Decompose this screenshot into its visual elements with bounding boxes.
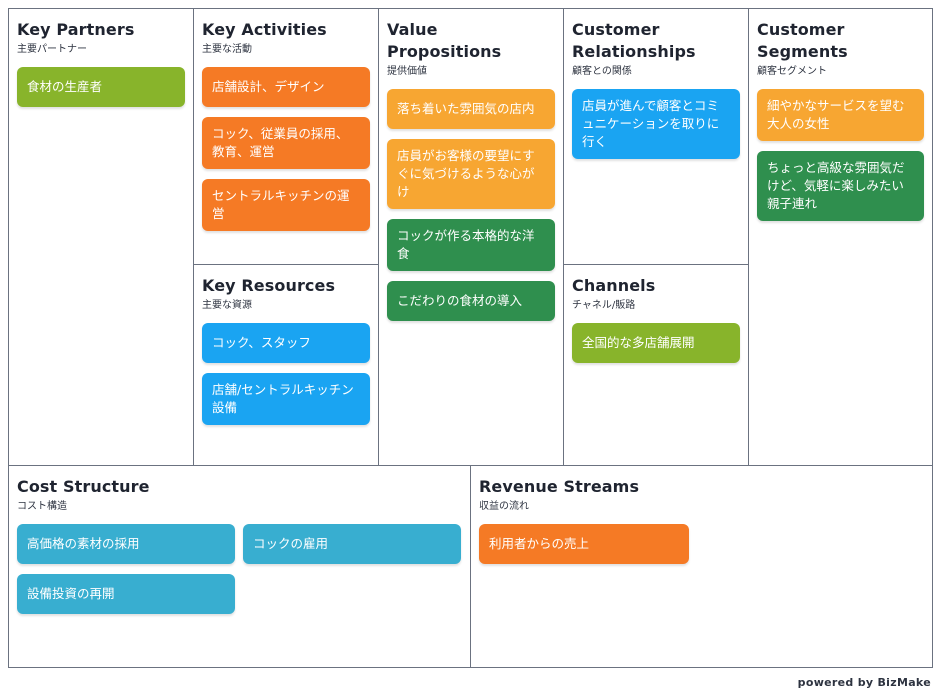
channels-title: Channels (572, 276, 656, 295)
key-partners-title: Key Partners (17, 20, 135, 39)
business-model-canvas: Key Partners 主要パートナー 食材の生産者 Key Activiti… (8, 8, 933, 668)
customer-segments-title: Customer Segments (757, 20, 848, 61)
channels-subtitle: チャネル/販路 (572, 300, 636, 311)
key-resources-title: Key Resources (202, 276, 336, 295)
customer-relationships-card-1[interactable]: 店員が進んで顧客とコミュニケーションを取りに行く (572, 89, 740, 159)
key-activities-card-3[interactable]: セントラルキッチンの運営 (202, 179, 370, 231)
revenue-streams-subtitle: 収益の流れ (479, 501, 529, 512)
value-propositions-subtitle: 提供価値 (387, 66, 427, 77)
cost-structure-card-3[interactable]: 設備投資の再開 (17, 574, 235, 614)
cost-structure-subtitle: コスト構造 (17, 501, 67, 512)
cost-structure-card-1[interactable]: 高価格の素材の採用 (17, 524, 235, 564)
cost-structure-title: Cost Structure (17, 477, 150, 496)
customer-segments-panel: Customer Segments 顧客セグメント 細やかなサービスを望む大人の… (748, 8, 933, 466)
key-resources-panel: Key Resources 主要な資源 コック、スタッフ 店舗/セントラルキッチ… (193, 264, 379, 466)
customer-segments-card-2[interactable]: ちょっと高級な雰囲気だけど、気軽に楽しみたい親子連れ (757, 151, 924, 221)
channels-panel: Channels チャネル/販路 全国的な多店舗展開 (563, 264, 749, 466)
powered-by-label: powered by BizMake (797, 676, 931, 689)
value-propositions-title: Value Propositions (387, 20, 502, 61)
revenue-streams-card-1[interactable]: 利用者からの売上 (479, 524, 689, 564)
key-activities-subtitle: 主要な活動 (202, 44, 252, 55)
cost-structure-card-2[interactable]: コックの雇用 (243, 524, 461, 564)
key-activities-card-2[interactable]: コック、従業員の採用、教育、運営 (202, 117, 370, 169)
key-resources-card-2[interactable]: 店舗/セントラルキッチン設備 (202, 373, 370, 425)
channels-card-1[interactable]: 全国的な多店舗展開 (572, 323, 740, 363)
key-partners-panel: Key Partners 主要パートナー 食材の生産者 (8, 8, 194, 466)
key-activities-panel: Key Activities 主要な活動 店舗設計、デザイン コック、従業員の採… (193, 8, 379, 265)
value-propositions-card-3[interactable]: コックが作る本格的な洋食 (387, 219, 555, 271)
value-propositions-card-1[interactable]: 落ち着いた雰囲気の店内 (387, 89, 555, 129)
value-propositions-card-4[interactable]: こだわりの食材の導入 (387, 281, 555, 321)
customer-segments-card-1[interactable]: 細やかなサービスを望む大人の女性 (757, 89, 924, 141)
key-partners-subtitle: 主要パートナー (17, 44, 87, 55)
key-resources-card-1[interactable]: コック、スタッフ (202, 323, 370, 363)
revenue-streams-title: Revenue Streams (479, 477, 640, 496)
revenue-streams-panel: Revenue Streams 収益の流れ 利用者からの売上 (470, 465, 933, 668)
key-partners-card-1[interactable]: 食材の生産者 (17, 67, 185, 107)
value-propositions-panel: Value Propositions 提供価値 落ち着いた雰囲気の店内 店員がお… (378, 8, 564, 466)
customer-relationships-subtitle: 顧客との関係 (572, 66, 632, 77)
customer-relationships-panel: Customer Relationships 顧客との関係 店員が進んで顧客とコ… (563, 8, 749, 265)
key-activities-card-1[interactable]: 店舗設計、デザイン (202, 67, 370, 107)
customer-segments-subtitle: 顧客セグメント (757, 66, 827, 77)
key-resources-subtitle: 主要な資源 (202, 300, 252, 311)
key-activities-title: Key Activities (202, 20, 327, 39)
value-propositions-card-2[interactable]: 店員がお客様の要望にすぐに気づけるような心がけ (387, 139, 555, 209)
cost-structure-panel: Cost Structure コスト構造 高価格の素材の採用 コックの雇用 設備… (8, 465, 471, 668)
customer-relationships-title: Customer Relationships (572, 20, 696, 61)
